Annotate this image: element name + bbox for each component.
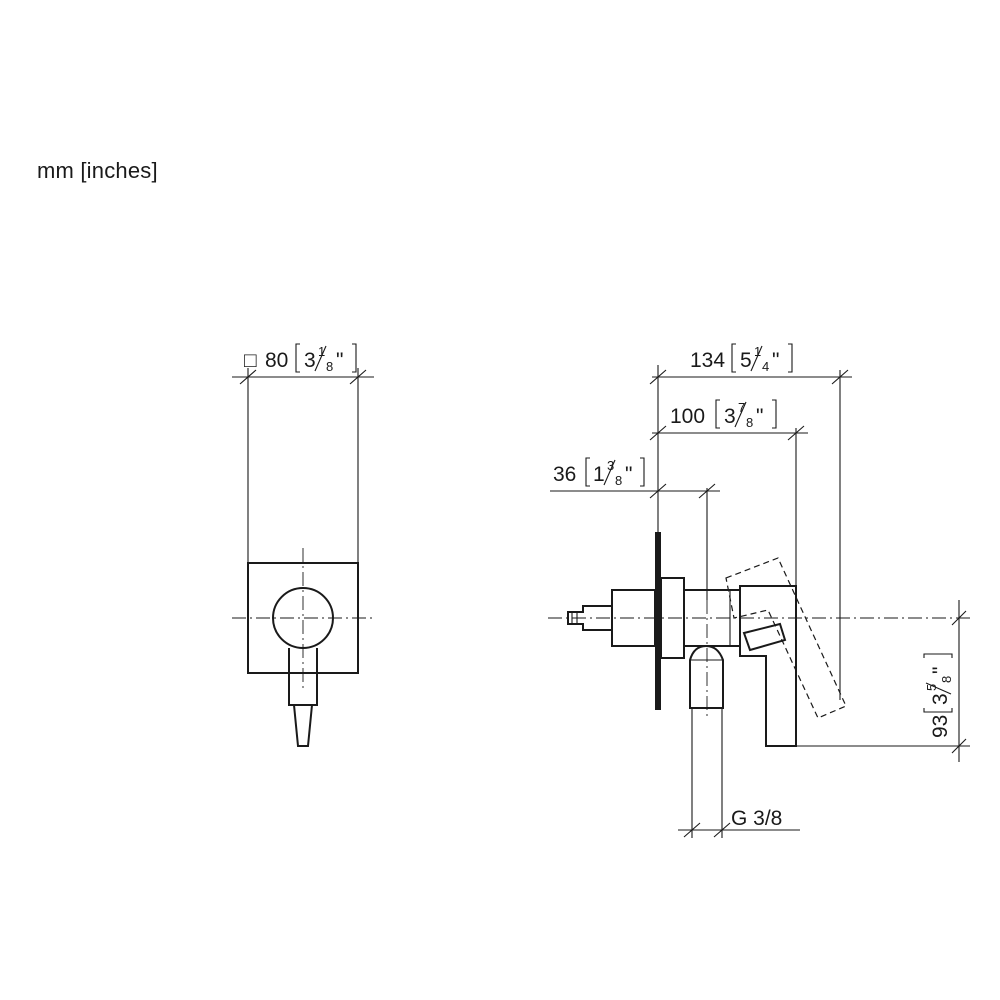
- svg-text:3: 3: [607, 458, 614, 473]
- front-view: [232, 368, 374, 747]
- svg-text:1: 1: [318, 344, 325, 359]
- svg-text:3: 3: [929, 693, 952, 705]
- svg-text:": ": [336, 349, 343, 372]
- svg-text:100: 100: [670, 405, 705, 428]
- svg-text:3: 3: [724, 405, 736, 428]
- units-label: mm [inches]: [37, 158, 158, 183]
- svg-text:G 3/8: G 3/8: [731, 807, 782, 830]
- lever-rotated-position: [725, 557, 847, 719]
- dimension-depth-total: 134 5 1 4 ": [649, 343, 852, 385]
- lever-front: [288, 648, 318, 706]
- wall-plate: [655, 532, 661, 710]
- svg-text:134: 134: [690, 349, 725, 372]
- svg-text:8: 8: [326, 359, 333, 374]
- svg-text:": ": [625, 463, 632, 486]
- thread-connector: [689, 644, 724, 709]
- svg-text:8: 8: [615, 473, 622, 488]
- svg-text:7: 7: [738, 400, 745, 415]
- svg-text:1: 1: [754, 344, 761, 359]
- dimension-width: □ 80 3 1 8 ": [244, 343, 357, 374]
- svg-text:": ": [929, 667, 952, 674]
- side-view: [548, 365, 970, 838]
- svg-text:93: 93: [929, 715, 952, 738]
- dimension-height-handle: 93 3 5 8 ": [923, 600, 967, 762]
- square-symbol: □: [244, 349, 257, 372]
- svg-text:": ": [756, 405, 763, 428]
- dimension-depth-body: 36 1 3 8 ": [550, 457, 720, 499]
- svg-text:5: 5: [924, 684, 939, 691]
- svg-text:4: 4: [762, 359, 769, 374]
- svg-text:3: 3: [304, 349, 316, 372]
- svg-text:": ": [772, 349, 779, 372]
- svg-text:36: 36: [553, 463, 576, 486]
- lever-side: [739, 585, 797, 747]
- svg-text:8: 8: [746, 415, 753, 430]
- dimension-thread: G 3/8: [678, 807, 800, 838]
- svg-text:1: 1: [593, 463, 605, 486]
- dimension-depth-handle: 100 3 7 8 ": [649, 399, 808, 441]
- svg-text:5: 5: [740, 349, 752, 372]
- svg-text:8: 8: [939, 676, 954, 683]
- svg-text:80: 80: [265, 349, 288, 372]
